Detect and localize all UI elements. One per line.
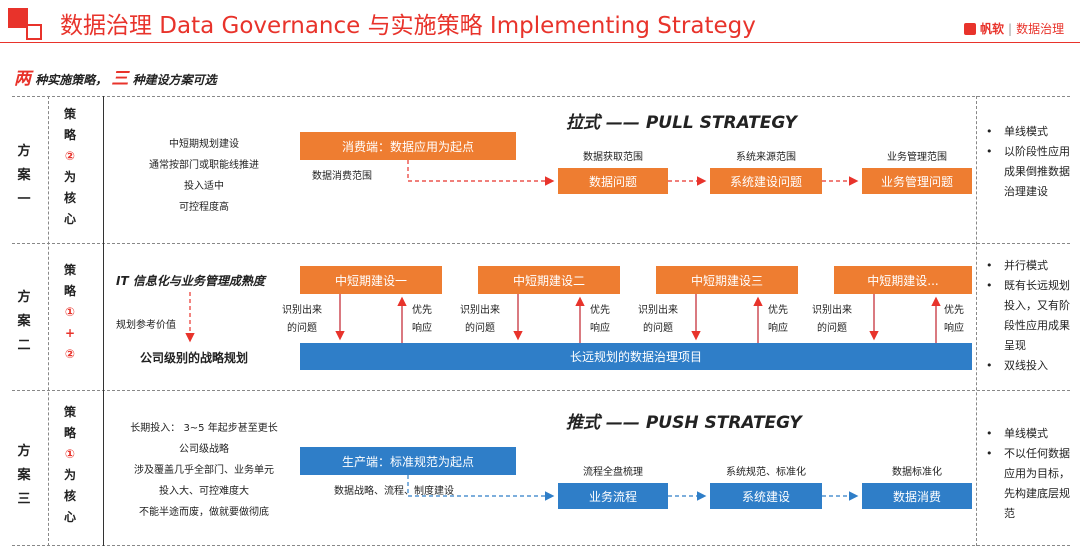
consumer-scope-caption: 数据消费范围	[312, 171, 372, 182]
logo-icon	[964, 22, 976, 35]
phase-box-3: 中短期建设三	[656, 266, 798, 294]
stage-box-data-issue: 数据问题	[558, 168, 668, 194]
column-divider-3	[976, 96, 977, 546]
stage-caption: 系统来源范围	[736, 152, 796, 163]
phase-box-2: 中短期建设二	[478, 266, 620, 294]
identified-issue-caption: 识别出来的问题	[638, 305, 678, 334]
push-strategy-title: 推式 —— PUSH STRATEGY	[566, 413, 802, 433]
producer-start-box: 生产端：标准规范为起点	[300, 447, 516, 475]
scheme-one-notes: 中短期规划建设 通常按部门或职能线推进 投入适中 可控程度高	[114, 134, 294, 218]
phase-arrows	[335, 294, 941, 343]
corporate-strategy-note: 公司级别的战略规划	[140, 351, 249, 365]
row-divider-top	[12, 96, 1070, 97]
producer-scope-caption: 数据战略、流程、制度建设	[334, 486, 454, 497]
identified-issue-caption: 识别出来的问题	[812, 305, 852, 334]
phase-box-4: 中短期建设...	[834, 266, 972, 294]
phase-box-1: 中短期建设一	[300, 266, 442, 294]
priority-response-caption: 优先响应	[944, 305, 964, 334]
scheme-one-strategy: 策 略 ② 为 核 心	[63, 107, 76, 226]
subtitle-text-two: 种建设方案可选	[132, 73, 217, 87]
scheme-one-label: 方案一	[17, 144, 31, 207]
bullet-item: 既有长远规划投入，又有阶段性应用成果呈现	[984, 276, 1076, 356]
stage-box-data-consumption: 数据消费	[862, 483, 972, 509]
consumer-start-box: 消费端：数据应用为起点	[300, 132, 516, 160]
note-line: 投入大、可控难度大	[159, 486, 249, 497]
push-arrow-start	[407, 475, 555, 501]
note-line: 涉及覆盖几乎全部门、业务单元	[134, 465, 274, 476]
pull-strategy-title: 拉式 —— PULL STRATEGY	[566, 113, 797, 133]
logo-brand: 帆软	[980, 22, 1005, 36]
stage-caption: 系统规范、标准化	[726, 467, 806, 478]
identified-issue-caption: 识别出来的问题	[282, 305, 322, 334]
page-title: 数据治理 Data Governance 与实施策略 Implementing …	[60, 13, 756, 39]
title-decoration-outline	[26, 24, 42, 40]
bullet-item: 并行模式	[984, 256, 1076, 276]
subtitle-text-one: 种实施策略，	[35, 73, 108, 87]
note-line: 通常按部门或职能线推进	[149, 160, 259, 171]
subtitle-num-three: 三	[111, 69, 129, 89]
row-divider-1	[12, 243, 1070, 244]
note-line: 公司级战略	[179, 444, 229, 455]
maturity-note: IT 信息化与业务管理成熟度	[116, 274, 265, 288]
identified-issue-caption: 识别出来的问题	[460, 305, 500, 334]
note-line: 可控程度高	[179, 202, 229, 213]
priority-response-caption: 优先响应	[590, 305, 610, 334]
column-divider-2	[103, 96, 104, 546]
priority-response-caption: 优先响应	[412, 305, 432, 334]
row-divider-2	[12, 390, 1070, 391]
scheme-one-bullets: 单线模式 以阶段性应用成果倒推数据治理建设	[984, 122, 1076, 202]
scheme-two-bullets: 并行模式 既有长远规划投入，又有阶段性应用成果呈现 双线投入	[984, 256, 1076, 376]
scheme-three-strategy: 策 略 ① 为 核 心	[63, 405, 76, 524]
priority-response-caption: 优先响应	[768, 305, 788, 334]
bullet-item: 以阶段性应用成果倒推数据治理建设	[984, 142, 1076, 202]
subtitle-num-two: 两	[14, 69, 31, 89]
scheme-three-label: 方案三	[17, 444, 31, 507]
logo-text: 数据治理	[1016, 22, 1065, 36]
stage-caption: 数据获取范围	[583, 152, 643, 163]
planning-reference-note: 规划参考价值	[116, 320, 176, 331]
stage-caption: 数据标准化	[892, 467, 942, 478]
stage-box-business-process: 业务流程	[558, 483, 668, 509]
note-line: 不能半途而废，做就要做彻底	[139, 507, 269, 518]
bullet-item: 不以任何数据应用为目标，先构建底层规范	[984, 444, 1076, 524]
bullet-item: 单线模式	[984, 424, 1076, 444]
subtitle: 两 种实施策略， 三 种建设方案可选	[14, 64, 217, 89]
title-decoration	[8, 8, 28, 28]
row-divider-bottom	[12, 545, 1070, 546]
stage-box-system-build: 系统建设	[710, 483, 822, 509]
scheme-three-bullets: 单线模式 不以任何数据应用为目标，先构建底层规范	[984, 424, 1076, 524]
long-term-project-bar: 长远规划的数据治理项目	[300, 343, 972, 370]
stage-caption: 业务管理范围	[887, 152, 947, 163]
logo-separator: |	[1008, 21, 1013, 36]
bullet-item: 双线投入	[984, 356, 1076, 376]
note-line: 长期投入： 3~5 年起步甚至更长	[130, 423, 278, 434]
header-divider	[0, 42, 1080, 43]
stage-caption: 流程全盘梳理	[583, 467, 643, 478]
bullet-item: 单线模式	[984, 122, 1076, 142]
note-line: 投入适中	[184, 181, 224, 192]
note-line: 中短期规划建设	[169, 139, 239, 150]
brand-logo: 帆软 | 数据治理	[964, 20, 1064, 37]
pull-arrow-start	[407, 160, 555, 186]
scheme-three-notes: 长期投入： 3~5 年起步甚至更长 公司级战略 涉及覆盖几乎全部门、业务单元 投…	[112, 418, 296, 523]
stage-box-business-issue: 业务管理问题	[862, 168, 972, 194]
scheme-two-label: 方案二	[17, 290, 31, 353]
stage-box-system-issue: 系统建设问题	[710, 168, 822, 194]
column-divider-1	[48, 96, 49, 546]
scheme-two-strategy: 策 略 ① + ②	[63, 263, 76, 361]
